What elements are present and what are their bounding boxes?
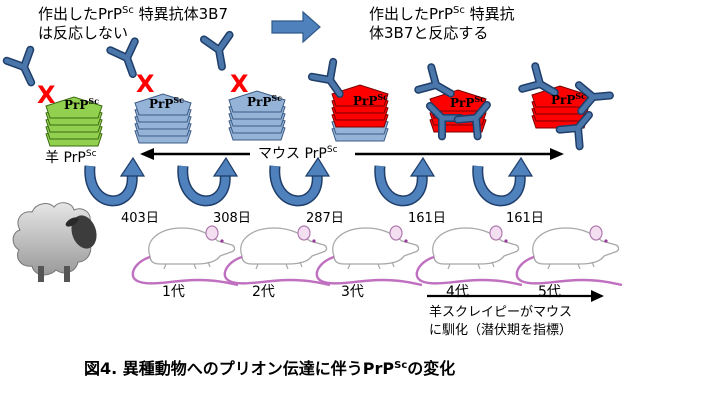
generation-label-2: 2代 [252,284,275,300]
stack-label: PrPSc [149,95,184,111]
adaptation-arrow [427,290,604,302]
adaptation-note-line2: に馴化（潜伏期を指標） [429,323,572,338]
transition-arrow [271,10,321,44]
generation-label-1: 1代 [162,284,185,300]
stack-label: PrPSc [353,92,388,108]
sheep-illustration [12,202,97,282]
top-right-caption-line2: 体3B7と反応する [369,24,488,42]
incubation-days-1: 403日 [121,211,159,226]
figure-caption: 図4. 異種動物へのプリオン伝達に伴うPrPScの変化 [84,359,455,378]
stack-label: PrPSc [247,93,282,109]
top-right-caption-line1: 作出したPrPSc 特異抗 [369,5,515,23]
incubation-days-3: 287日 [306,211,344,226]
mouse-illustration-5 [515,224,624,287]
generation-label-5: 5代 [538,284,561,300]
sheep-prpsc-label: 羊 PrPSc [45,149,97,166]
mouse-illustration-4 [415,224,524,287]
cross-mark: X [230,70,249,98]
transmission-curve-arrow [90,158,144,201]
generation-label-3: 3代 [341,284,364,300]
transmission-curve-arrow [478,158,532,201]
cross-mark: X [37,81,56,109]
top-left-caption-line1: 作出したPrPSc 特異抗体3B7 [38,5,228,23]
top-left-caption-line2: は反応しない [38,24,128,42]
incubation-days-2: 308日 [213,211,251,226]
incubation-days-4: 161日 [408,211,446,226]
adaptation-note-line1: 羊スクレイピーがマウス [429,304,572,320]
incubation-days-5: 161日 [506,211,544,226]
mouse-prpsc-span-arrow [140,148,564,160]
stack-label: PrPSc [450,94,485,110]
generation-label-4: 4代 [446,284,469,300]
stack-label: PrPSc [551,91,586,107]
antibody-icon [204,35,235,69]
transmission-curve-arrow [275,158,329,201]
stack-label: PrPSc [64,96,99,112]
cross-mark: X [136,70,155,98]
mouse-illustration-2 [223,224,332,287]
mouse-illustration-3 [315,224,424,287]
mouse-illustration-1 [131,224,240,287]
mouse-prpsc-label: マウス PrPSc [258,145,338,162]
transmission-curve-arrow [380,158,434,201]
transmission-curve-arrow [183,158,237,201]
